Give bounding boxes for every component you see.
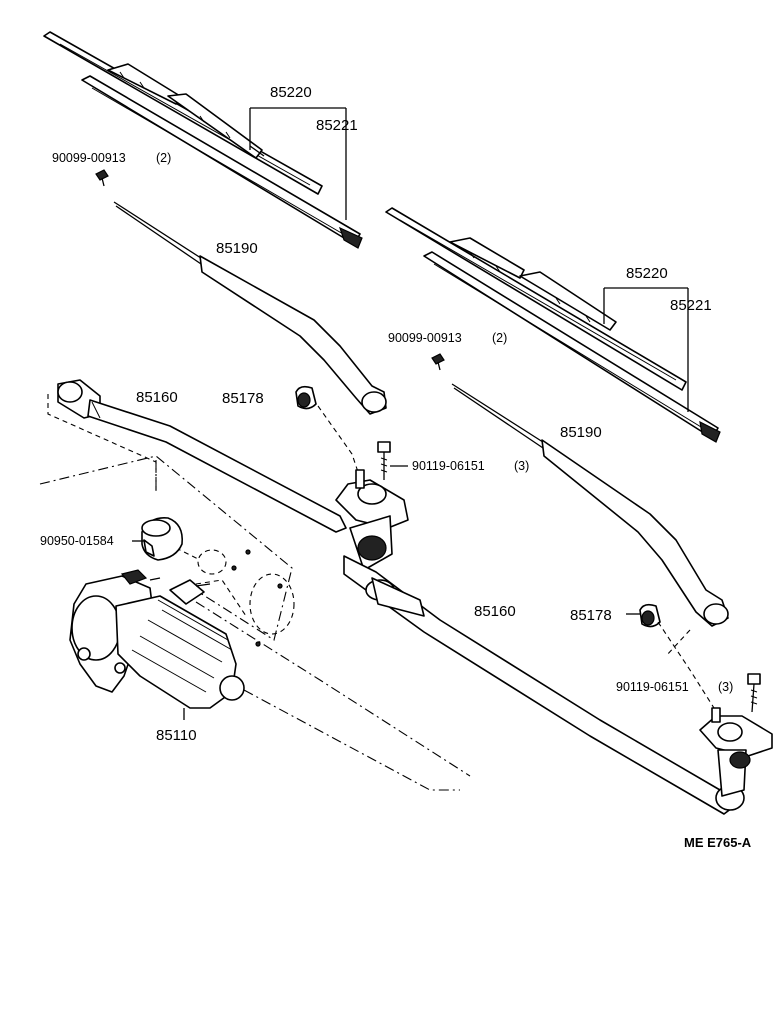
wiper-blade-left[interactable]	[43, 31, 323, 195]
svg-text:90099-00913: 90099-00913	[52, 151, 126, 165]
label-85160-right: 85160	[474, 603, 516, 620]
pivot-right[interactable]	[699, 707, 773, 797]
cap-right[interactable]	[639, 603, 661, 628]
label-85221-left: 85221	[316, 117, 358, 134]
svg-text:(2): (2)	[156, 151, 171, 165]
grommet-plug[interactable]	[141, 516, 184, 561]
label-85220-right: 85220	[626, 265, 668, 282]
svg-text:90119-06151: 90119-06151	[412, 459, 485, 473]
wiper-blade-insert-right[interactable]	[423, 251, 721, 443]
wiper-arm-left[interactable]	[113, 201, 387, 415]
label-screw-right: 90099-00913 (2)	[388, 331, 507, 345]
label-85110: 85110	[156, 727, 197, 744]
bolt-center[interactable]	[377, 441, 391, 480]
svg-text:90119-06151: 90119-06151	[616, 680, 689, 694]
label-plug: 90950-01584	[40, 534, 114, 548]
svg-text:(3): (3)	[514, 459, 529, 473]
svg-text:90099-00913: 90099-00913	[388, 331, 462, 345]
label-screw-left: 90099-00913 (2)	[52, 151, 171, 165]
label-85178-left: 85178	[222, 390, 264, 407]
diagram-reference: ME E765-A	[684, 835, 752, 850]
label-85220-left: 85220	[270, 84, 312, 101]
screw-left[interactable]	[95, 169, 109, 187]
wiper-blade-right[interactable]	[385, 207, 687, 391]
bolt-right[interactable]	[747, 673, 761, 713]
label-85178-right: 85178	[570, 607, 612, 624]
label-85160-left: 85160	[136, 389, 178, 406]
label-85221-right: 85221	[670, 297, 712, 314]
label-bolt-right: 90119-06151 (3)	[616, 680, 733, 694]
link-rod-left[interactable]	[57, 379, 347, 533]
svg-text:(2): (2)	[492, 331, 507, 345]
label-85190-right: 85190	[560, 424, 602, 441]
label-bolt-center: 90119-06151 (3)	[412, 459, 529, 473]
wiper-motor[interactable]	[69, 569, 245, 709]
svg-text:(3): (3)	[718, 680, 733, 694]
cap-left[interactable]	[295, 385, 317, 410]
wiper-arm-right[interactable]	[451, 383, 729, 627]
pivot-left[interactable]	[335, 469, 409, 571]
label-85190-left: 85190	[216, 240, 258, 257]
wiper-blade-insert-left[interactable]	[81, 75, 363, 249]
screw-right[interactable]	[431, 353, 445, 371]
